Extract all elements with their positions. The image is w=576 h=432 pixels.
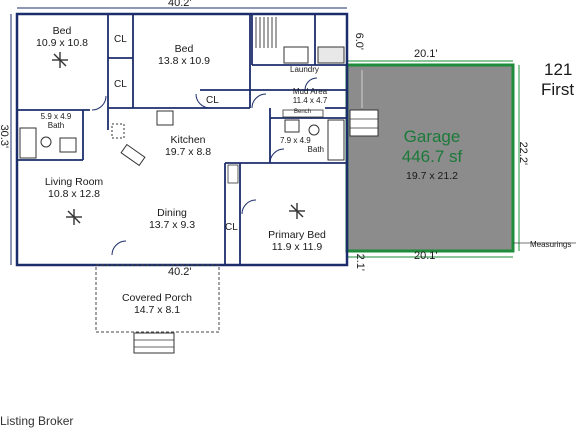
room-name: Bed [52,25,72,37]
room-living: Living Room 10.8 x 12.8 [38,176,110,200]
room-bath2: 7.9 x 4.9 Bath [280,136,324,154]
room-covered-porch: Covered Porch 14.7 x 8.1 [112,292,202,316]
room-name: Dining [157,207,187,219]
kitchen-fridge [111,123,125,139]
room-name: Bath [47,121,65,131]
listing-broker: Listing Broker [0,414,74,428]
bench-fixture [282,109,324,118]
room-kitchen: Kitchen 19.7 x 8.8 [156,134,220,158]
bath1-tub [19,127,37,159]
dishwasher [227,164,239,184]
room-size: 5.9 x 4.9 [40,112,72,121]
room-name: Mud Area [292,87,328,96]
ceiling-fan-icon [66,209,82,225]
room-mud-area: Mud Area 11.4 x 4.7 [286,87,334,105]
room-size: 19.7 x 8.8 [164,146,212,159]
room-name: Living Room [44,176,104,188]
garage-steps [349,109,379,137]
porch-steps [133,332,175,354]
room-name: Bed [174,43,194,55]
dim-middle-width: 40.2' [168,266,192,278]
laundry-stairs [255,17,277,48]
closet-label: CL [114,79,127,90]
ceiling-fan-icon [289,203,305,219]
closet-label: CL [206,95,219,106]
dim-garage-right: 22.2' [517,141,530,166]
room-laundry: Laundry [290,65,319,74]
garage-title: Garage [403,127,461,146]
washer [283,46,309,64]
kitchen-range [156,110,174,126]
dim-top-width: 40.2' [168,0,192,9]
covered-porch [95,264,220,333]
closet-label: CL [225,222,238,233]
room-size: 10.8 x 12.8 [48,188,100,201]
room-name: Primary Bed [268,229,326,241]
room-size: 11.9 x 11.9 [271,241,323,254]
closet-label: CL [114,34,127,45]
garage-area: 446.7 sf [401,147,463,166]
kitchen-island [120,143,146,167]
door-arcs [91,77,318,256]
dim-left-height: 30.3' [0,124,11,149]
address-line-2: First [541,80,575,99]
room-dining: Dining 13.7 x 9.3 [140,207,204,231]
garage-area [345,63,515,253]
ceiling-fan-icon [52,52,68,68]
room-size: 11.4 x 4.7 [292,96,328,106]
dim-bottom-right: 2.1' [354,253,367,272]
room-name: Kitchen [170,134,206,146]
address-line-1: 121 [544,60,573,79]
room-size: 14.7 x 8.1 [133,304,181,317]
dryer [317,46,345,64]
bath2-tub [327,119,345,161]
room-size: 10.9 x 10.8 [36,37,88,50]
bath1-sink [59,137,77,153]
room-bed2: Bed 13.8 x 10.9 [152,43,216,67]
dim-garage-bottom: 20.1' [414,250,438,262]
bath1-toilet [40,136,52,148]
room-primary-bed: Primary Bed 11.9 x 11.9 [262,229,332,253]
bath2-toilet [308,124,320,136]
bench-label: Bench [294,109,312,115]
bath2-sink [284,119,300,133]
measuring-note: Measurings [530,240,572,249]
dim-top-right: 6.0' [353,32,366,51]
interior-walls [17,14,347,265]
garage-size: 19.7 x 21.2 [406,170,458,182]
room-name: Bath [307,145,324,155]
room-size: 13.8 x 10.9 [158,55,210,68]
dim-garage-top: 20.1' [414,48,438,60]
room-name: Covered Porch [121,292,193,304]
room-size: 7.9 x 4.9 [280,136,311,145]
room-bed1: Bed 10.9 x 10.8 [32,25,92,49]
room-bath1: 5.9 x 4.9 Bath [36,112,76,130]
room-size: 13.7 x 9.3 [148,219,196,232]
